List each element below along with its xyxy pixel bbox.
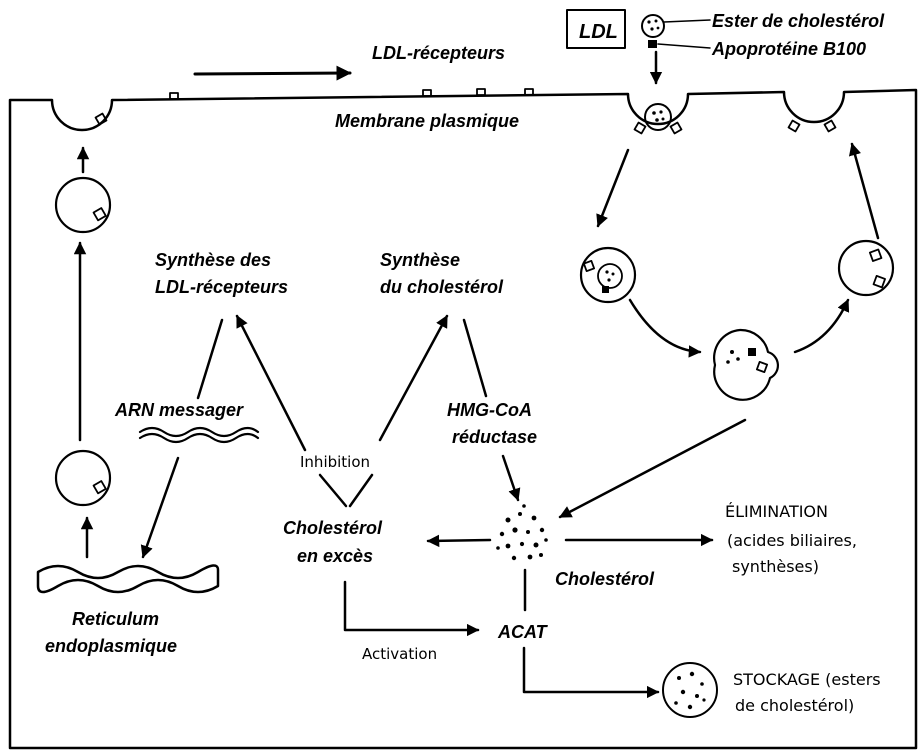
stockage-label-1: STOCKAGE (esters	[733, 670, 881, 689]
arn-wave	[138, 426, 260, 438]
cholesterol-label: Cholestérol	[555, 569, 655, 589]
ldl-particle	[641, 14, 665, 38]
ester-label: Ester de cholestérol	[712, 11, 885, 31]
apoprotein-label: Apoprotéine B100	[711, 39, 866, 59]
elimination-label-2: (acides biliaires,	[727, 531, 857, 550]
chol-excess-label-2: en excès	[297, 546, 373, 566]
hmg-label-2: réductase	[452, 427, 537, 447]
arn-label: ARN messager	[114, 400, 244, 420]
reticulum-label-1: Reticulum	[72, 609, 159, 629]
endosome-2	[713, 328, 780, 401]
ldl-box-label: LDL	[579, 21, 618, 43]
inhibition-label: Inhibition	[300, 453, 370, 471]
chol-excess-label-1: Cholestérol	[283, 518, 383, 538]
elimination-label-1: ÉLIMINATION	[725, 502, 828, 521]
activation-label: Activation	[362, 645, 437, 663]
hmg-label-1: HMG-CoA	[447, 400, 532, 420]
synth-receptors-label-1: Synthèse des	[155, 250, 271, 270]
endosome-1	[579, 246, 637, 304]
membrane-receptors	[169, 88, 534, 100]
vesicle-lower-left	[54, 449, 112, 507]
ldl-receptors-label: LDL-récepteurs	[372, 43, 505, 63]
vesicle-upper-left	[54, 176, 112, 234]
cell-membrane-outline	[8, 88, 918, 750]
reticulum-shape	[36, 564, 220, 594]
stockage-label-2: de cholestérol)	[735, 696, 854, 715]
recycling-vesicle	[837, 239, 895, 297]
elimination-label-3: synthèses)	[732, 557, 819, 576]
membrane-label: Membrane plasmique	[335, 111, 519, 131]
synth-chol-label-1: Synthèse	[380, 250, 460, 270]
synth-chol-label-2: du cholestérol	[380, 277, 504, 297]
ldl-box	[566, 9, 626, 49]
arrow-receptors-to-membrane	[193, 65, 352, 81]
storage-droplet	[662, 662, 718, 718]
cholesterol-pool	[496, 504, 548, 561]
acat-label: ACAT	[497, 622, 549, 642]
reticulum-label-2: endoplasmique	[45, 636, 177, 656]
synth-receptors-label-2: LDL-récepteurs	[155, 277, 288, 297]
